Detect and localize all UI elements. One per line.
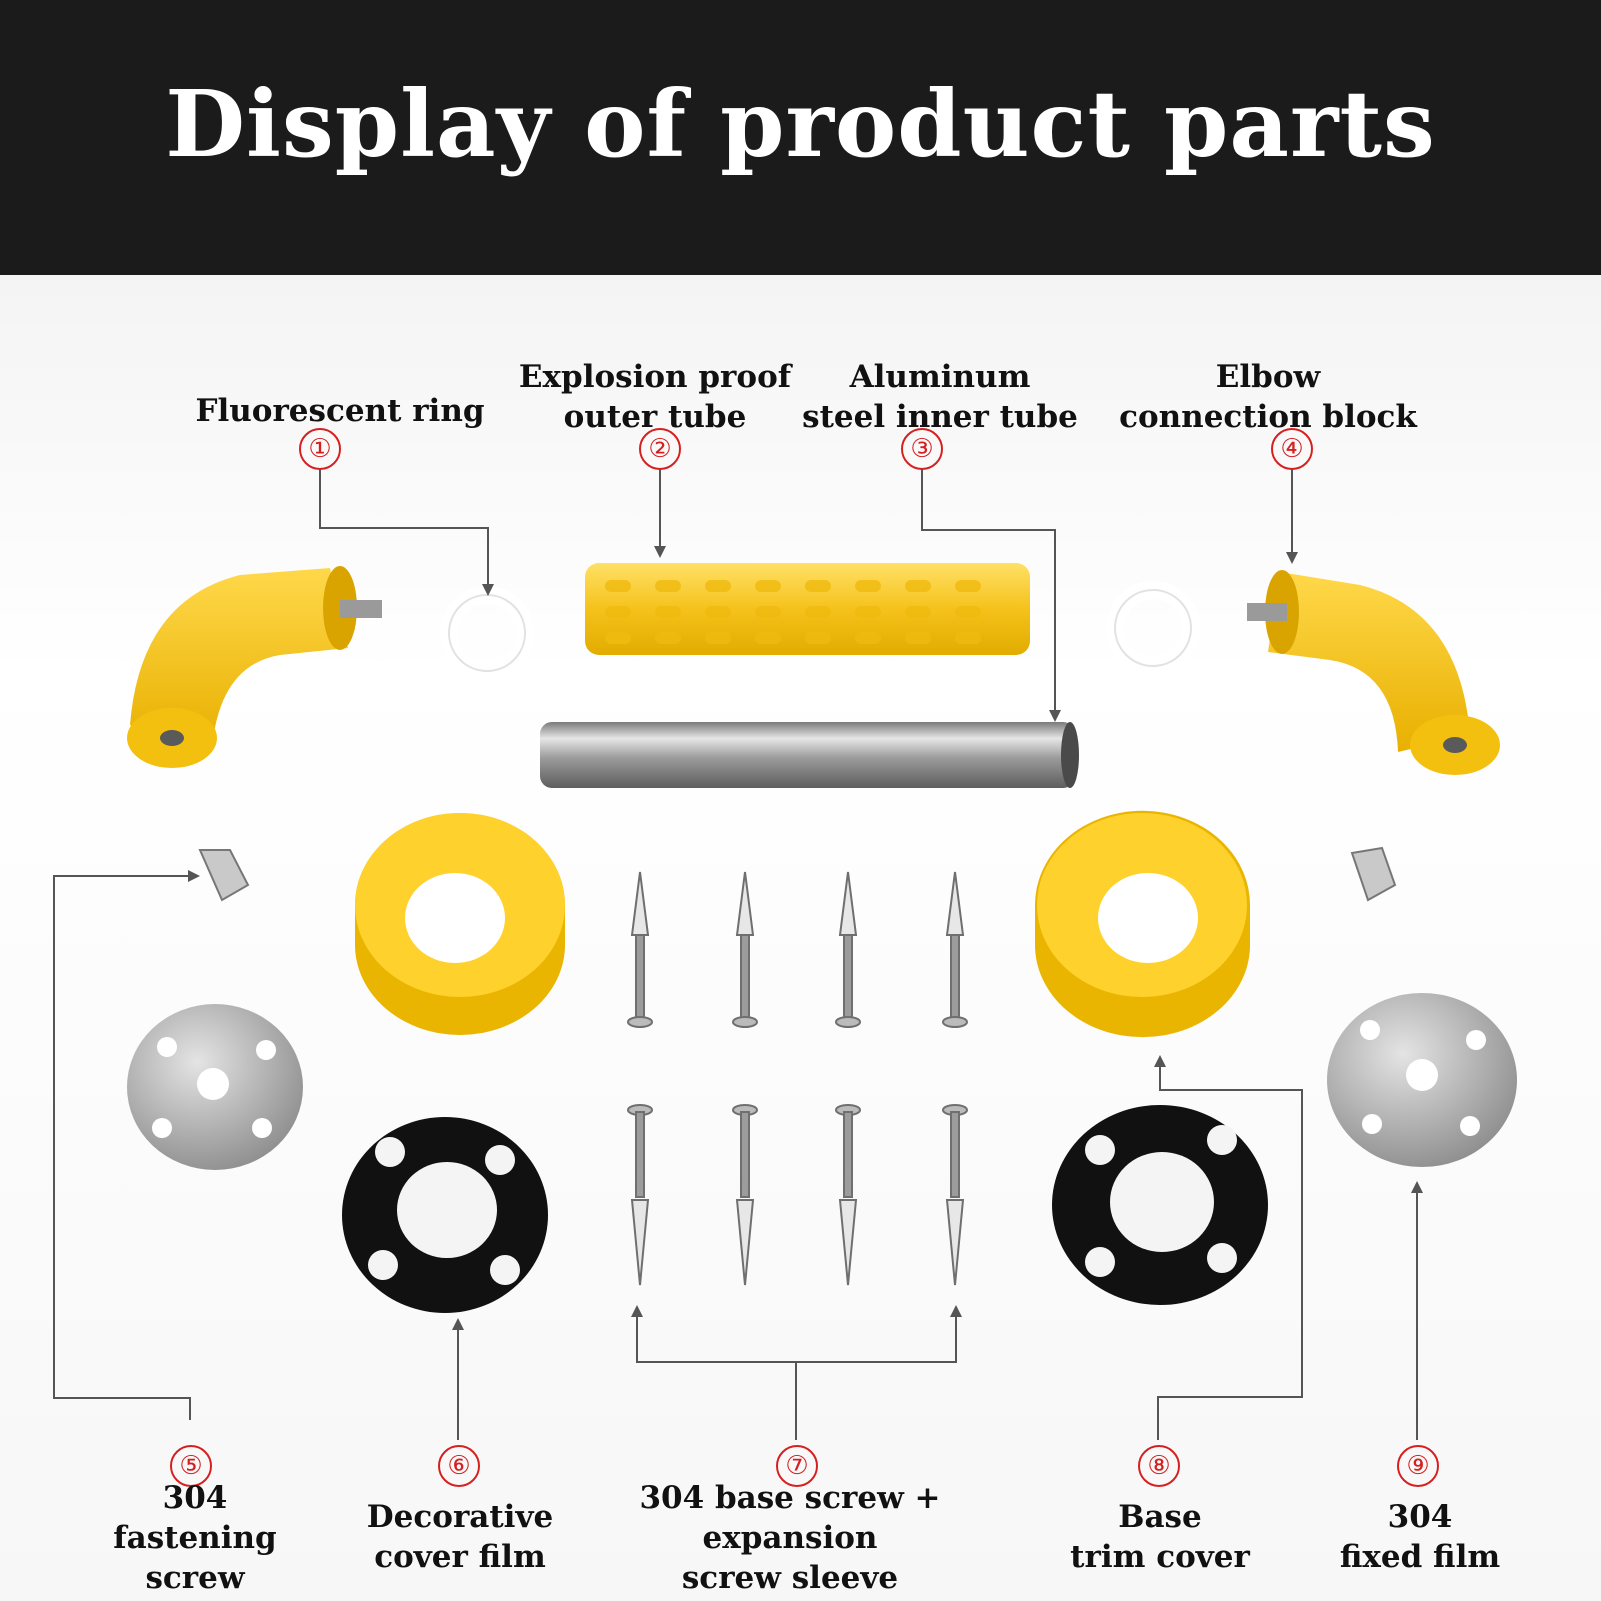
callout-number-3: ③ [901, 428, 943, 470]
elbow-connection-block-left [127, 566, 382, 768]
base-trim-cover-right [1035, 810, 1250, 1038]
callout-number-8: ⑧ [1138, 1445, 1180, 1487]
label-inner-tube: Aluminum steel inner tube [802, 359, 1078, 435]
base-trim-cover-left [355, 813, 565, 1035]
callout-number-1: ① [299, 428, 341, 470]
decorative-cover-film-left [342, 1117, 548, 1313]
fastening-screw-right [1350, 846, 1397, 902]
callout-number-9: ⑨ [1397, 1445, 1439, 1487]
label-base-trim-cover: Base trim cover [1070, 1499, 1250, 1575]
fastening-screw-left [198, 849, 250, 902]
callout-number-7: ⑦ [776, 1445, 818, 1487]
base-screw-set-top [627, 871, 968, 1028]
callout-number-5: ⑤ [170, 1445, 212, 1487]
callout-arrowheads [188, 546, 1423, 1330]
label-outer-tube: Explosion proof outer tube [518, 359, 792, 435]
decorative-cover-film-right [1052, 1105, 1268, 1305]
callout-number-6: ⑥ [438, 1445, 480, 1487]
header-banner: Display of product parts [0, 0, 1601, 275]
aluminum-steel-inner-tube [540, 722, 1079, 788]
label-elbow-block: Elbow connection block [1119, 359, 1417, 435]
page-title: Display of product parts [165, 70, 1436, 178]
callout-number-4: ④ [1271, 428, 1313, 470]
callout-leader-lines [53, 468, 1418, 1440]
elbow-connection-block-right [1247, 570, 1500, 775]
base-screw-set-bottom [627, 1104, 968, 1286]
label-base-screw-sleeve: 304 base screw + expansion screw sleeve [639, 1480, 941, 1596]
label-fluorescent-ring: Fluorescent ring [195, 393, 485, 429]
parts-display-area [0, 275, 1601, 1601]
fixed-film-right [1327, 993, 1517, 1167]
label-fastening-screw: 304 fastening screw [113, 1480, 277, 1596]
explosion-proof-outer-tube [585, 563, 1030, 655]
callout-number-2: ② [639, 428, 681, 470]
label-fixed-film: 304 fixed film [1339, 1499, 1501, 1575]
fixed-film-left [127, 1004, 303, 1170]
label-decorative-cover-film: Decorative cover film [366, 1499, 554, 1575]
